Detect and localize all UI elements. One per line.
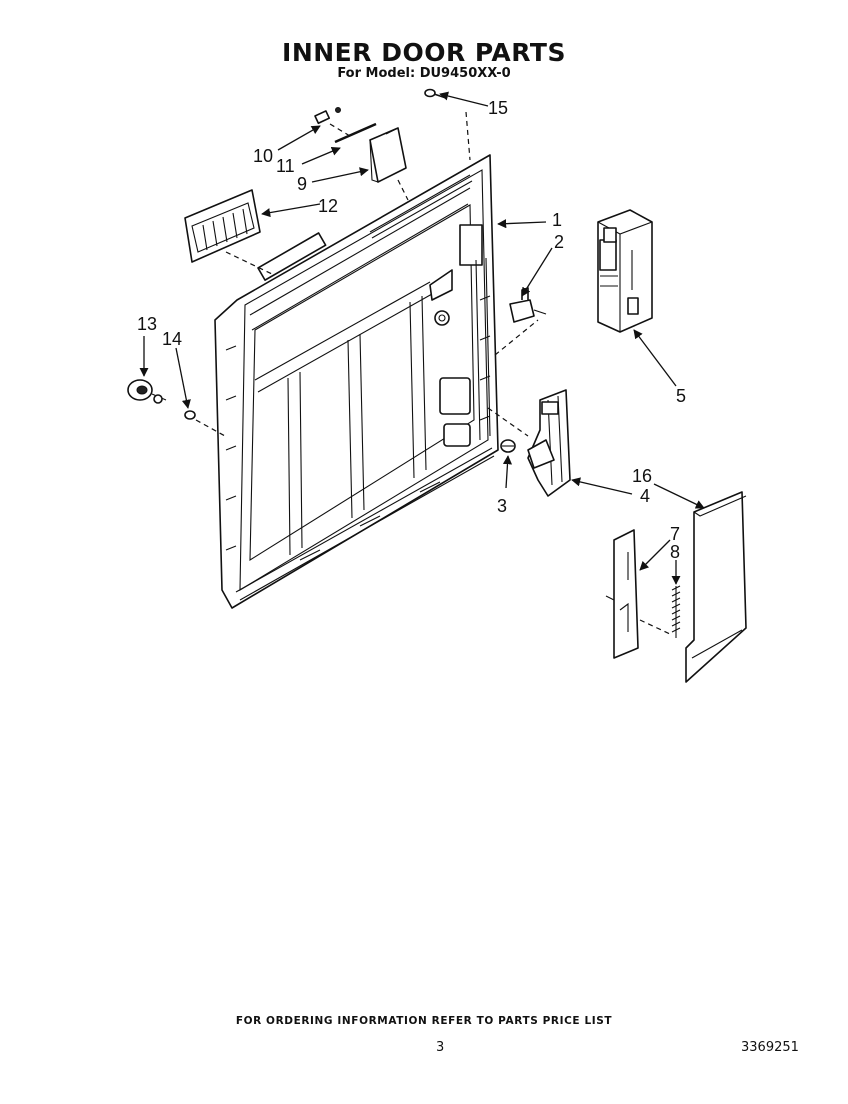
callout-2: 2 <box>554 232 564 252</box>
callout-4: 4 <box>640 486 650 506</box>
part-7-bracket <box>605 529 639 659</box>
part-5-dispenser-module <box>597 209 653 333</box>
callout-8: 8 <box>670 542 680 562</box>
part-8-spring <box>639 585 681 638</box>
callout-1: 1 <box>552 210 562 230</box>
part-3-plug <box>500 439 516 453</box>
callout-12: 12 <box>318 196 338 216</box>
part-9-latch-cover <box>369 127 409 201</box>
part-2-clip <box>494 287 547 356</box>
page-title: INNER DOOR PARTS <box>282 38 566 67</box>
callout-16: 16 <box>632 466 652 486</box>
callout-3: 3 <box>497 496 507 516</box>
callout-5: 5 <box>676 386 686 406</box>
part-10-screw <box>314 107 341 125</box>
page-number: 3 <box>436 1040 445 1055</box>
document-number: 3369251 <box>741 1040 799 1055</box>
model-subtitle: For Model: DU9450XX-0 <box>337 66 511 81</box>
part-4-latch-assembly <box>487 389 571 497</box>
callout-labels: 1 2 3 4 5 7 8 9 10 11 12 13 14 15 16 <box>137 98 686 562</box>
part-12-vent-grille <box>184 189 273 275</box>
leader-lines <box>139 91 705 585</box>
callout-15: 15 <box>488 98 508 118</box>
inner-door-panel <box>214 154 499 609</box>
part-11-rod <box>329 122 377 144</box>
ordering-info-note: FOR ORDERING INFORMATION REFER TO PARTS … <box>235 1015 613 1027</box>
callout-10: 10 <box>253 146 273 166</box>
callout-9: 9 <box>297 174 307 194</box>
callout-14: 14 <box>162 329 182 349</box>
callout-11: 11 <box>276 156 295 176</box>
callout-7: 7 <box>670 524 680 544</box>
part-13-knob <box>127 379 167 404</box>
callout-13: 13 <box>137 314 157 334</box>
part-14-washer <box>184 410 226 437</box>
part-16-cover-panel <box>685 491 747 683</box>
